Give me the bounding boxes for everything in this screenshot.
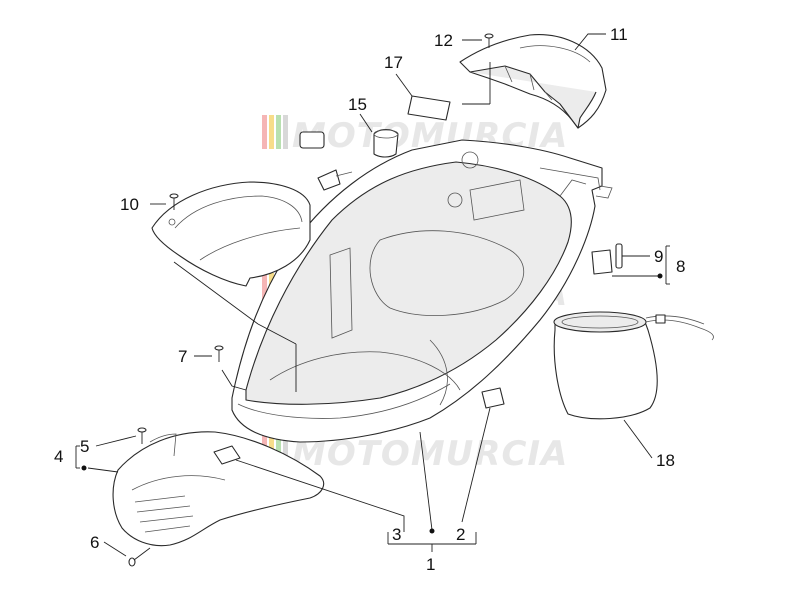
- clip-part-9: [591, 243, 623, 275]
- callout-3: 3: [392, 525, 401, 544]
- clip-part-17: [407, 95, 451, 121]
- callout-17: 17: [384, 53, 403, 72]
- callout-8: 8: [676, 257, 685, 276]
- sleeve-part-15: [299, 128, 399, 158]
- callout-labels: 11 12 17 15 10 9 8 7 5 4 18 3 2 6 1: [54, 25, 685, 574]
- front-cover-part: [151, 181, 311, 287]
- callout-2: 2: [456, 525, 465, 544]
- rear-box-part: [459, 34, 607, 129]
- nut-part-2: [481, 387, 505, 409]
- screw-5-icon: [137, 427, 147, 444]
- callout-15: 15: [348, 95, 367, 114]
- callout-5: 5: [80, 437, 89, 456]
- callout-18: 18: [656, 451, 675, 470]
- nut-part-3: [213, 445, 241, 465]
- callout-7: 7: [178, 347, 187, 366]
- screw-6-icon: [128, 547, 151, 567]
- callout-10: 10: [120, 195, 139, 214]
- screw-10-icon: [169, 193, 179, 210]
- callout-4: 4: [54, 447, 63, 466]
- callout-11: 11: [610, 25, 628, 44]
- callout-9: 9: [654, 247, 663, 266]
- watermark-text: MOTOMURCIA: [292, 434, 568, 474]
- reference-dots: [81, 273, 663, 534]
- callout-6: 6: [90, 533, 99, 552]
- rear-spoiler-part: [112, 431, 325, 547]
- screw-7-icon: [214, 345, 224, 362]
- bolt-part-15: [317, 169, 353, 191]
- screw-12-icon: [484, 33, 494, 48]
- bag-liner-part: [553, 311, 714, 420]
- callout-1: 1: [426, 555, 435, 574]
- leader-lines: [75, 33, 670, 557]
- helmet-compartment-part: [231, 139, 613, 443]
- callout-12: 12: [434, 31, 453, 50]
- watermark-bottom: MOTOMURCIA: [262, 433, 568, 474]
